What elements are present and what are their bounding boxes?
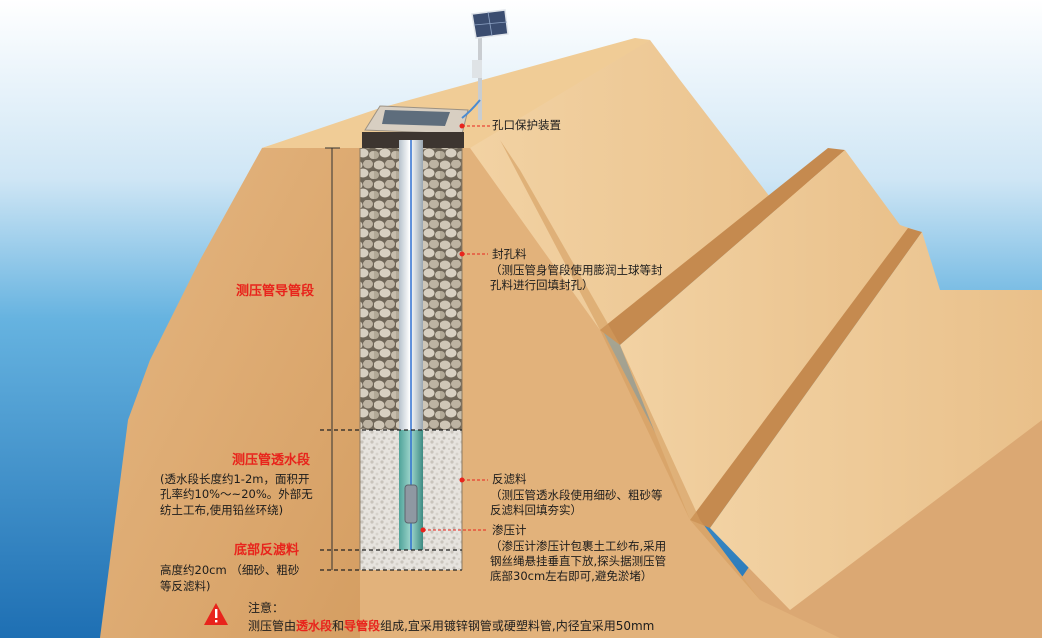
slope-berm-2 bbox=[690, 228, 922, 528]
permeable-desc-2: 孔率约10%～~20%。外部无 bbox=[160, 487, 313, 501]
bottom-filter-title: 底部反滤料 bbox=[234, 543, 300, 558]
note-text: 测压管由透水段和导管段组成,宜采用镀锌钢管或硬塑料管,内径宜采用50mm bbox=[248, 618, 654, 634]
dam-body bbox=[360, 118, 840, 638]
note-highlight-guide: 导管段 bbox=[344, 619, 381, 633]
permeable-section-title: 测压管透水段 bbox=[232, 453, 311, 468]
piezometer-desc-3: 底部30cm左右即可,避免淤堵） bbox=[490, 569, 653, 583]
filter-material-desc-1: （测压管透水段使用细砂、粗砂等 bbox=[490, 488, 663, 502]
seal-material-desc-2: 孔料进行回填封孔） bbox=[490, 278, 594, 292]
seal-material-label: 封孔料 bbox=[492, 247, 527, 261]
orifice-lid bbox=[382, 110, 450, 126]
piezometer-desc-2: 钢丝绳悬挂垂直下放,探头据测压管 bbox=[490, 554, 667, 568]
slope-berm-1 bbox=[600, 148, 845, 345]
note-title: 注意： bbox=[248, 601, 285, 615]
orifice-protection-label: 孔口保护装置 bbox=[492, 118, 561, 132]
dam-front-face bbox=[100, 118, 360, 638]
warning-icon bbox=[204, 603, 228, 625]
permeable-desc-3: 纺土工布,使用铅丝环绕) bbox=[160, 503, 284, 517]
note-text-3: 组成,宜采用镀锌钢管或硬塑料管,内径宜采用50mm bbox=[380, 619, 655, 633]
note-text-1: 测压管由 bbox=[248, 619, 297, 633]
slope-shadow bbox=[500, 140, 760, 600]
note-text-2: 和 bbox=[332, 619, 345, 633]
guide-section-title: 测压管导管段 bbox=[236, 284, 315, 299]
slope-lower bbox=[710, 232, 1042, 610]
filter-material-desc-2: 反滤料回填夯实） bbox=[490, 503, 582, 517]
seal-material-desc-1: （测压管身管段使用膨润土球等封 bbox=[490, 263, 663, 277]
permeable-desc-1: (透水段长度约1-2m，面积开 bbox=[160, 472, 310, 486]
slope-middle bbox=[620, 150, 915, 520]
filter-material-label: 反滤料 bbox=[492, 472, 527, 486]
piezometer-desc-1: （渗压计渗压计包裹土工纱布,采用 bbox=[490, 539, 667, 553]
piezometer-sensor bbox=[404, 484, 418, 524]
bottom-filter-desc-2: 等反滤料) bbox=[160, 579, 211, 593]
dam-crest bbox=[262, 38, 650, 148]
piezometer-label: 渗压计 bbox=[492, 523, 527, 537]
bottom-filter-desc-1: 高度约20cm （细砂、粗砂 bbox=[160, 563, 300, 577]
note-highlight-permeable: 透水段 bbox=[296, 619, 333, 633]
